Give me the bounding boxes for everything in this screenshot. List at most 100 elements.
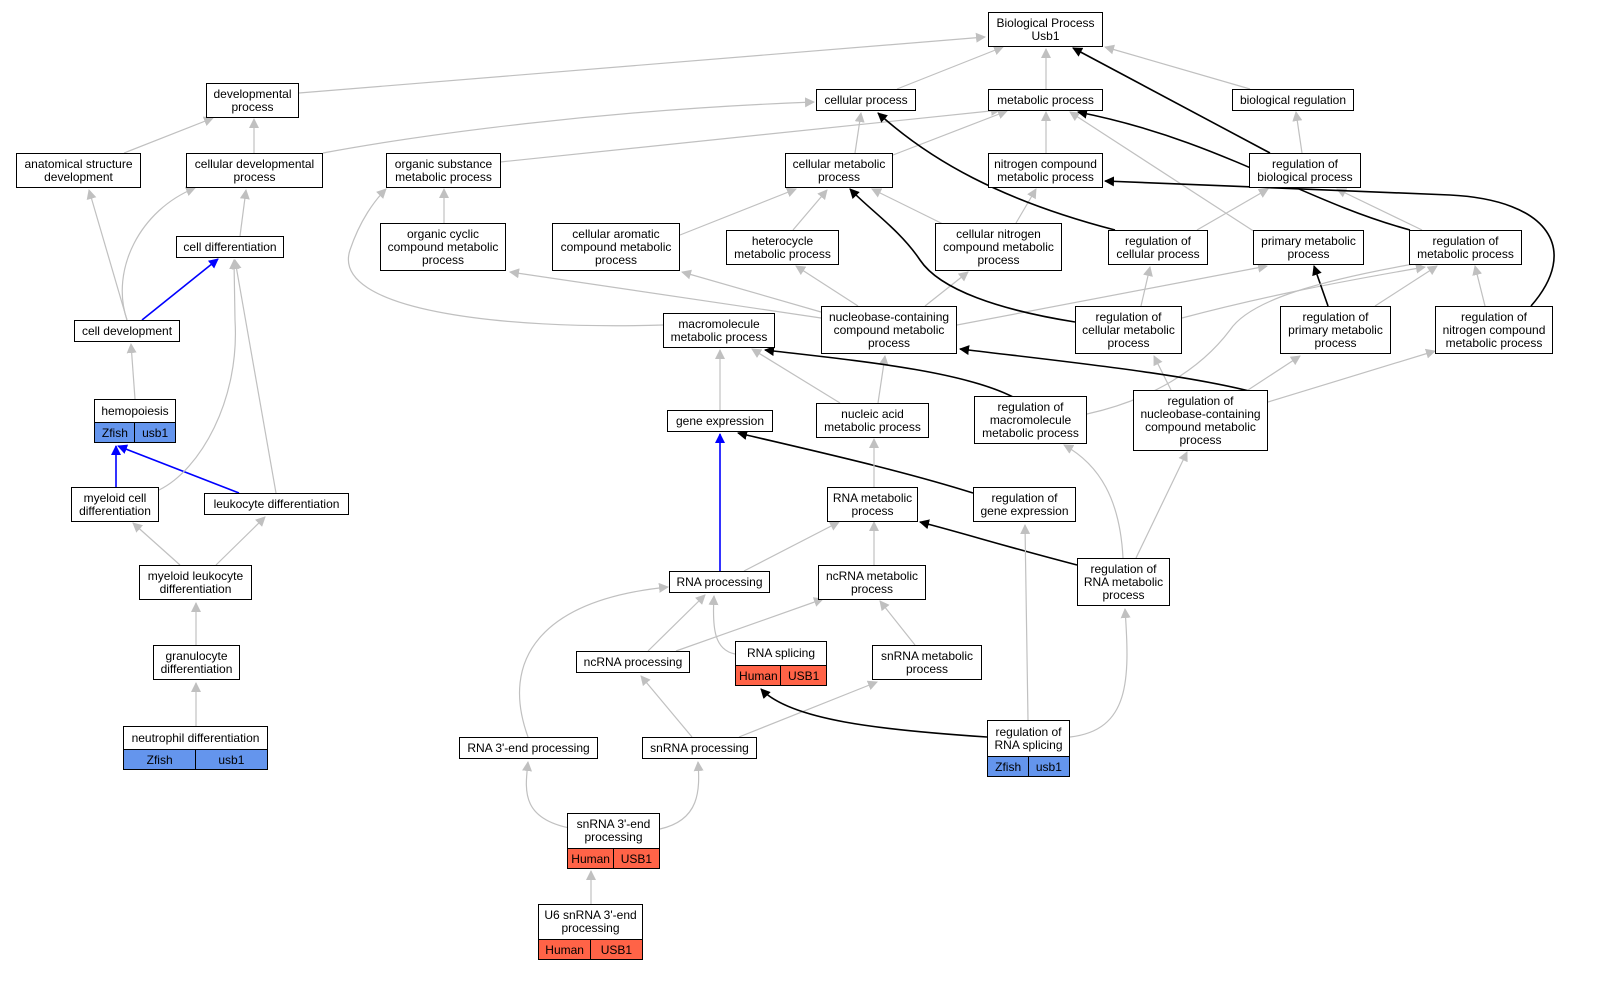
- graph-edge: [1015, 188, 1037, 224]
- graph-edge: [896, 45, 1004, 90]
- go-term-devp[interactable]: developmental process: [206, 83, 299, 118]
- graph-edge: [871, 188, 946, 226]
- graph-edge: [647, 594, 706, 652]
- go-term-cellmet[interactable]: cellular metabolic process: [785, 153, 893, 188]
- go-term-celldevp[interactable]: cellular developmental process: [186, 153, 323, 188]
- graph-edge: [956, 262, 1268, 326]
- graph-edge: [1181, 263, 1426, 319]
- graph-edge: [1196, 188, 1269, 231]
- go-term-orgsub[interactable]: organic substance metabolic process: [386, 153, 501, 188]
- go-term-ncrnaproc[interactable]: ncRNA processing: [576, 651, 690, 673]
- go-term-cellp[interactable]: cellular process: [816, 89, 916, 111]
- species-label: Zfish: [94, 422, 136, 443]
- go-term-orgcyc[interactable]: organic cyclic compound metabolic proces…: [380, 223, 506, 271]
- graph-edge: [1072, 47, 1271, 154]
- graph-edge: [1292, 111, 1303, 154]
- go-term-ncrnamet[interactable]: ncRNA metabolic process: [818, 565, 926, 600]
- go-term-primmet[interactable]: primary metabolic process: [1253, 230, 1364, 265]
- go-term-regrnamet[interactable]: regulation of RNA metabolic process: [1077, 558, 1170, 606]
- go-term-rnamet[interactable]: RNA metabolic process: [827, 487, 918, 522]
- graph-edge: [298, 32, 986, 94]
- go-term-myecell[interactable]: myeloid cell differentiation: [71, 487, 159, 522]
- graph-edge: [126, 343, 137, 400]
- go-term-rna3[interactable]: RNA 3'-end processing: [459, 737, 598, 759]
- go-term-regcellmet[interactable]: regulation of cellular metabolic process: [1075, 306, 1182, 354]
- go-term-geneexp[interactable]: gene expression: [667, 410, 773, 432]
- go-term-metp[interactable]: metabolic process: [988, 89, 1103, 111]
- graph-edge: [737, 430, 974, 494]
- species-label: Zfish: [987, 756, 1030, 777]
- graph-edge: [1140, 266, 1153, 307]
- go-term-regprim[interactable]: regulation of primary metabolic process: [1280, 306, 1391, 354]
- go-term-snrna3[interactable]: snRNA 3'-end processing: [567, 813, 660, 850]
- gene-label: USB1: [589, 939, 643, 960]
- graph-edge: [239, 189, 250, 237]
- graph-edge: [959, 345, 1268, 397]
- go-term-snrnaproc[interactable]: snRNA processing: [642, 737, 757, 759]
- go-term-cellnitro[interactable]: cellular nitrogen compound metabolic pro…: [935, 223, 1062, 271]
- go-term-rnasplice[interactable]: RNA splicing: [735, 641, 827, 667]
- go-term-rnaproc[interactable]: RNA processing: [669, 571, 770, 593]
- go-term-anat[interactable]: anatomical structure development: [16, 153, 141, 188]
- go-term-hemo[interactable]: hemopoiesis: [94, 399, 176, 424]
- graph-edge: [509, 268, 822, 319]
- graph-edge: [86, 189, 128, 321]
- graph-edge: [879, 600, 916, 646]
- go-term-regnitro[interactable]: regulation of nitrogen compound metaboli…: [1435, 306, 1553, 354]
- gene-label: usb1: [1027, 756, 1070, 777]
- graph-edge: [1336, 188, 1423, 231]
- go-term-macromet[interactable]: macromolecule metabolic process: [663, 313, 775, 348]
- graph-edge: [738, 680, 878, 738]
- go-term-cellarom[interactable]: cellular aromatic compound metabolic pro…: [552, 223, 680, 271]
- graph-edge: [640, 675, 693, 738]
- graph-edge: [764, 346, 1014, 398]
- graph-edge: [708, 595, 736, 655]
- go-term-nucbase[interactable]: nucleobase-containing compound metabolic…: [821, 306, 957, 354]
- go-term-reggene[interactable]: regulation of gene expression: [973, 487, 1076, 522]
- graph-edge: [141, 258, 219, 321]
- graph-edge: [924, 271, 969, 307]
- species-label: Human: [735, 665, 782, 686]
- graph-edge: [854, 112, 865, 154]
- go-term-hetero[interactable]: heterocycle metabolic process: [726, 230, 839, 265]
- graph-edge: [675, 597, 824, 652]
- graph-edge: [1069, 608, 1131, 738]
- graph-edge: [1104, 176, 1555, 307]
- go-term-regmacro[interactable]: regulation of macromolecule metabolic pr…: [974, 396, 1087, 444]
- go-term-myeleuk[interactable]: myeloid leukocyte differentiation: [139, 565, 252, 600]
- graph-edge: [117, 444, 240, 494]
- go-term-snrnamet[interactable]: snRNA metabolic process: [872, 645, 982, 680]
- go-term-regcell[interactable]: regulation of cellular process: [1108, 230, 1208, 265]
- go-term-nitro[interactable]: nitrogen compound metabolic process: [988, 153, 1103, 188]
- graph-edge: [522, 761, 576, 830]
- go-term-regnuc[interactable]: regulation of nucleobase-containing comp…: [1133, 390, 1268, 451]
- go-term-regmet[interactable]: regulation of metabolic process: [1409, 230, 1522, 265]
- graph-edge: [1153, 355, 1172, 391]
- go-term-regsplice[interactable]: regulation of RNA splicing: [987, 720, 1070, 758]
- go-term-regbio[interactable]: regulation of biological process: [1249, 153, 1361, 188]
- graph-edge: [322, 97, 815, 154]
- go-term-bioreg[interactable]: biological regulation: [1232, 89, 1354, 111]
- go-term-celldiff[interactable]: cell differentiation: [176, 236, 284, 258]
- go-term-celldev[interactable]: cell development: [74, 320, 180, 342]
- graph-edge: [877, 112, 1116, 231]
- go-term-neutro[interactable]: neutrophil differentiation: [123, 726, 268, 751]
- graph-edge: [792, 189, 828, 231]
- go-term-nucacid[interactable]: nucleic acid metabolic process: [816, 403, 929, 438]
- go-term-granulo[interactable]: granulocyte differentiation: [153, 645, 240, 680]
- graph-edge: [919, 519, 1078, 566]
- graph-edge: [231, 259, 277, 494]
- graph-edge: [121, 186, 196, 321]
- go-term-u6[interactable]: U6 snRNA 3'-end processing: [538, 904, 643, 941]
- graph-edge: [1267, 348, 1436, 403]
- go-term-bp[interactable]: Biological Process Usb1: [988, 12, 1103, 47]
- graph-edge: [1135, 451, 1188, 559]
- go-term-leuko[interactable]: leukocyte differentiation: [204, 493, 349, 515]
- graph-edge: [1020, 524, 1031, 721]
